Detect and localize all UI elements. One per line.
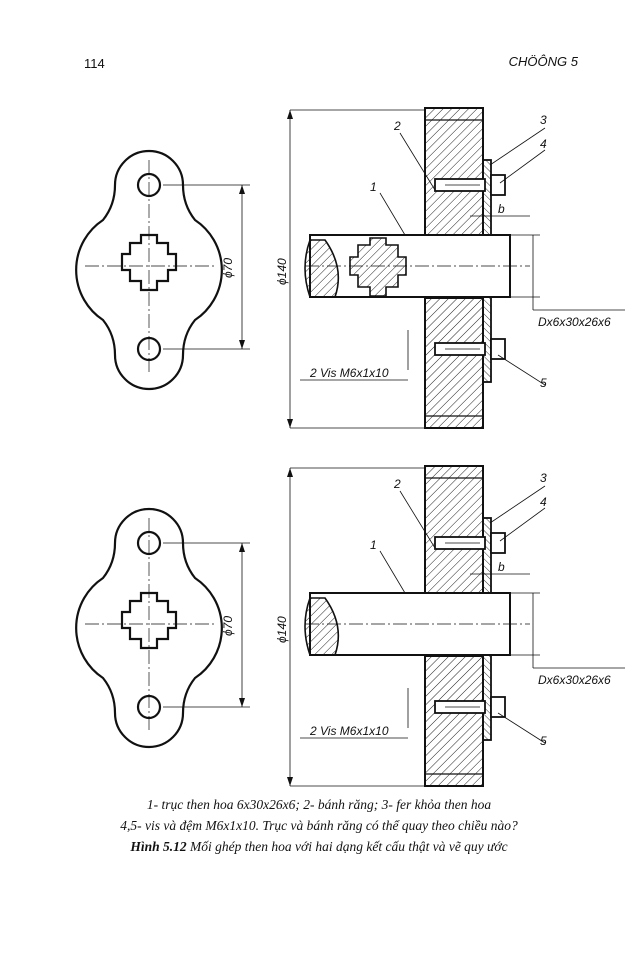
figure-caption: Hình 5.12 Mối ghép then hoa với hai dạng… (0, 839, 638, 855)
callout-1: 1 (370, 180, 377, 194)
screw-label: 2 Vis M6x1x10 (309, 366, 389, 380)
callout-4: 4 (540, 137, 547, 151)
outer-diameter-label: ϕ140 (275, 258, 289, 285)
caption-line-1: 1- trục then hoa 6x30x26x6; 2- bánh răng… (146, 797, 492, 812)
pitch-diameter-label: ϕ70 (221, 258, 235, 278)
dim-b-label: b (498, 560, 505, 574)
gear-section-view (286, 107, 626, 429)
spline-section (349, 237, 407, 297)
page-number: 114 (84, 56, 105, 71)
dim-b-label: b (498, 202, 505, 216)
screw-label: 2 Vis M6x1x10 (309, 724, 389, 738)
callout-3: 3 (540, 471, 547, 485)
figure-top: ϕ70 ϕ140 2 1 3 4 5 b Dx6x30x26x6 2 Vis M… (65, 107, 626, 429)
pitch-diameter-label: ϕ70 (221, 616, 235, 636)
callout-3: 3 (540, 113, 547, 127)
callout-1: 1 (370, 538, 377, 552)
outer-diameter-label: ϕ140 (275, 616, 289, 643)
callout-4: 4 (540, 495, 547, 509)
figure-bottom: ϕ70 ϕ140 2 1 3 4 5 b Dx6x30x26x6 2 Vis M… (65, 465, 626, 787)
callout-2: 2 (393, 119, 401, 133)
callout-2: 2 (393, 477, 401, 491)
callout-5: 5 (540, 376, 547, 390)
spline-label: Dx6x30x26x6 (538, 673, 611, 687)
figure-title: Mối ghép then hoa với hai dạng kết cấu t… (190, 839, 508, 854)
gear-section-view (286, 465, 626, 787)
chapter-title: CHÖÔNG 5 (508, 54, 578, 69)
caption-line-2: 4,5- vis và đệm M6x1x10. Trục và bánh ră… (120, 818, 518, 833)
spline-label: Dx6x30x26x6 (538, 315, 611, 329)
callout-5: 5 (540, 734, 547, 748)
figure-number: Hình 5.12 (130, 839, 187, 854)
